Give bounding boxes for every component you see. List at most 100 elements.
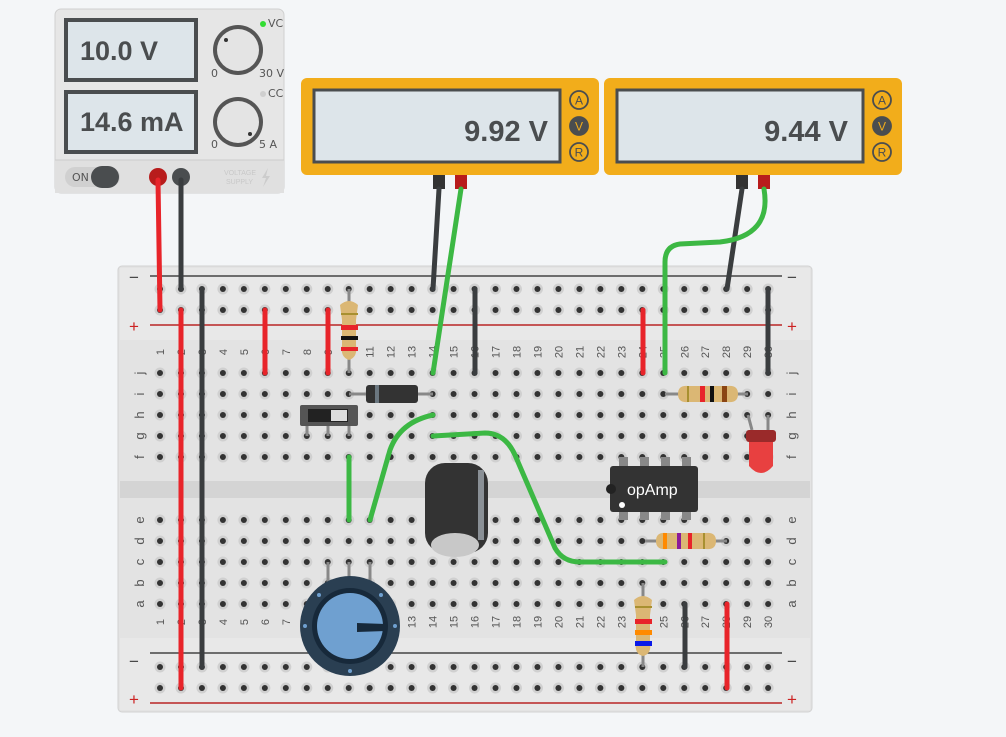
breadboard-hole[interactable] [259,451,271,463]
breadboard-hole[interactable] [427,682,439,694]
breadboard-hole[interactable] [573,514,585,526]
breadboard-hole[interactable] [552,682,564,694]
breadboard-hole[interactable] [657,598,669,610]
breadboard-hole[interactable] [217,283,229,295]
breadboard-hole[interactable] [615,304,627,316]
breadboard-hole[interactable] [154,661,166,673]
breadboard-hole[interactable] [699,367,711,379]
breadboard-hole[interactable] [343,682,355,694]
breadboard-hole[interactable] [448,409,460,421]
breadboard-hole[interactable] [301,388,313,400]
potentiometer[interactable] [300,562,400,676]
breadboard-hole[interactable] [490,682,502,694]
breadboard-hole[interactable] [385,304,397,316]
pot-knob[interactable] [317,593,383,659]
breadboard-hole[interactable] [196,682,208,694]
breadboard-hole[interactable] [762,388,774,400]
breadboard-hole[interactable] [217,556,229,568]
breadboard-hole[interactable] [699,283,711,295]
breadboard-hole[interactable] [594,430,606,442]
breadboard-hole[interactable] [238,556,250,568]
breadboard-hole[interactable] [385,682,397,694]
breadboard-hole[interactable] [259,409,271,421]
breadboard-hole[interactable] [427,661,439,673]
breadboard-hole[interactable] [448,304,460,316]
breadboard-hole[interactable] [427,598,439,610]
breadboard-hole[interactable] [259,514,271,526]
breadboard-hole[interactable] [154,430,166,442]
breadboard-hole[interactable] [531,451,543,463]
resistor-vertical-bottom[interactable] [634,583,652,667]
breadboard-hole[interactable] [448,451,460,463]
breadboard-hole[interactable] [427,577,439,589]
breadboard-hole[interactable] [678,283,690,295]
breadboard-hole[interactable] [720,451,732,463]
breadboard-hole[interactable] [301,682,313,694]
breadboard-hole[interactable] [406,430,418,442]
breadboard-hole[interactable] [217,367,229,379]
opamp-chip[interactable]: opAmp [606,457,698,520]
breadboard-hole[interactable] [217,577,229,589]
breadboard-hole[interactable] [301,451,313,463]
breadboard-hole[interactable] [385,661,397,673]
breadboard-hole[interactable] [490,409,502,421]
breadboard-hole[interactable] [406,577,418,589]
breadboard-hole[interactable] [154,577,166,589]
breadboard-hole[interactable] [280,409,292,421]
breadboard-hole[interactable] [678,577,690,589]
breadboard-hole[interactable] [217,451,229,463]
wire-green[interactable] [430,430,668,565]
breadboard-hole[interactable] [469,451,481,463]
breadboard-hole[interactable] [657,388,669,400]
breadboard-hole[interactable] [469,682,481,694]
breadboard-hole[interactable] [720,556,732,568]
breadboard-hole[interactable] [238,283,250,295]
breadboard-hole[interactable] [594,682,606,694]
breadboard-hole[interactable] [259,556,271,568]
breadboard-hole[interactable] [594,535,606,547]
breadboard-hole[interactable] [280,661,292,673]
breadboard-hole[interactable] [699,451,711,463]
breadboard-hole[interactable] [448,367,460,379]
breadboard-hole[interactable] [427,556,439,568]
breadboard-hole[interactable] [238,304,250,316]
breadboard-hole[interactable] [636,388,648,400]
breadboard-hole[interactable] [364,304,376,316]
breadboard-hole[interactable] [217,682,229,694]
breadboard-hole[interactable] [364,409,376,421]
breadboard-hole[interactable] [510,556,522,568]
breadboard-hole[interactable] [720,304,732,316]
breadboard-hole[interactable] [531,409,543,421]
breadboard-hole[interactable] [490,388,502,400]
diode[interactable] [349,385,433,403]
breadboard-hole[interactable] [154,451,166,463]
breadboard-hole[interactable] [615,430,627,442]
current-knob[interactable] [213,97,263,147]
breadboard-hole[interactable] [217,304,229,316]
breadboard-hole[interactable] [217,430,229,442]
breadboard-hole[interactable] [699,409,711,421]
breadboard-hole[interactable] [280,430,292,442]
breadboard-hole[interactable] [301,661,313,673]
breadboard-hole[interactable] [217,388,229,400]
breadboard-hole[interactable] [573,388,585,400]
breadboard-hole[interactable] [699,577,711,589]
breadboard-hole[interactable] [301,535,313,547]
positive-terminal[interactable] [149,168,167,186]
breadboard-hole[interactable] [427,304,439,316]
breadboard-hole[interactable] [552,367,564,379]
breadboard-hole[interactable] [322,535,334,547]
breadboard-hole[interactable] [259,577,271,589]
breadboard-hole[interactable] [531,682,543,694]
breadboard-hole[interactable] [762,514,774,526]
breadboard-hole[interactable] [573,409,585,421]
breadboard-hole[interactable] [322,514,334,526]
breadboard-hole[interactable] [594,514,606,526]
breadboard-hole[interactable] [301,283,313,295]
breadboard-hole[interactable] [678,556,690,568]
breadboard-hole[interactable] [385,535,397,547]
wire-meter2-green[interactable] [662,186,768,376]
resistor-row-i[interactable] [665,385,748,403]
breadboard-hole[interactable] [154,535,166,547]
meter1-com-probe[interactable] [433,175,445,189]
